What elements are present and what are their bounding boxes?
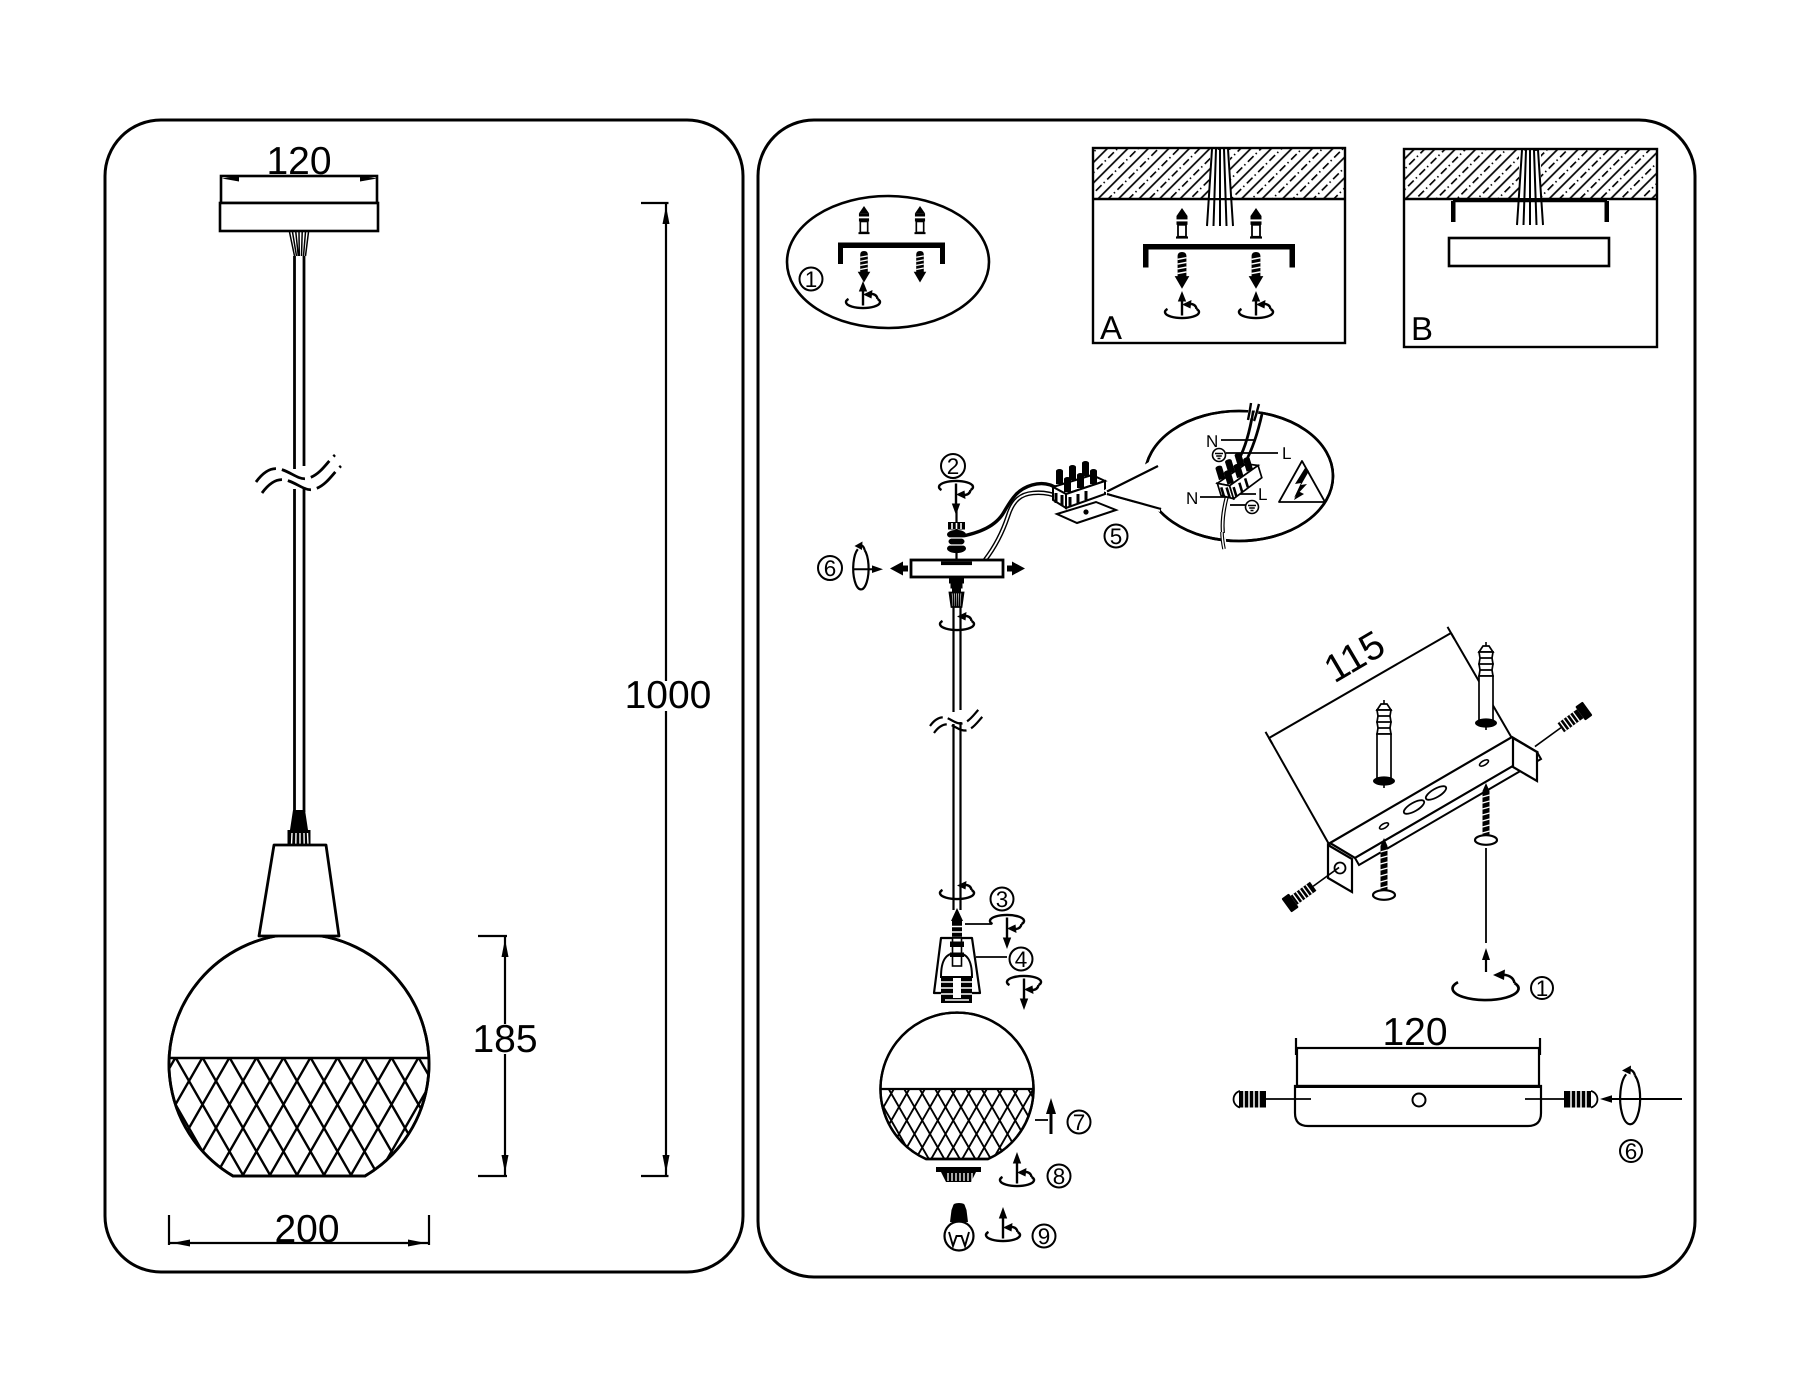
- svg-text:1: 1: [805, 267, 818, 292]
- svg-text:2: 2: [947, 454, 960, 479]
- svg-text:6: 6: [1625, 1139, 1638, 1164]
- svg-text:B: B: [1411, 310, 1433, 347]
- svg-text:N: N: [1206, 432, 1218, 451]
- svg-text:9: 9: [1038, 1224, 1051, 1249]
- svg-text:7: 7: [1073, 1110, 1086, 1135]
- svg-text:200: 200: [274, 1208, 339, 1251]
- svg-text:185: 185: [472, 1018, 537, 1061]
- svg-text:3: 3: [996, 887, 1009, 912]
- svg-text:N: N: [1186, 489, 1198, 508]
- svg-text:L: L: [1282, 444, 1291, 463]
- svg-text:120: 120: [1382, 1011, 1447, 1054]
- svg-text:L: L: [1258, 485, 1267, 504]
- svg-text:4: 4: [1015, 947, 1028, 972]
- svg-text:120: 120: [266, 140, 331, 183]
- svg-text:1: 1: [1536, 976, 1549, 1001]
- svg-text:A: A: [1100, 309, 1122, 346]
- svg-text:1000: 1000: [625, 674, 712, 717]
- svg-text:6: 6: [824, 556, 837, 581]
- svg-text:5: 5: [1110, 524, 1123, 549]
- svg-text:8: 8: [1053, 1164, 1066, 1189]
